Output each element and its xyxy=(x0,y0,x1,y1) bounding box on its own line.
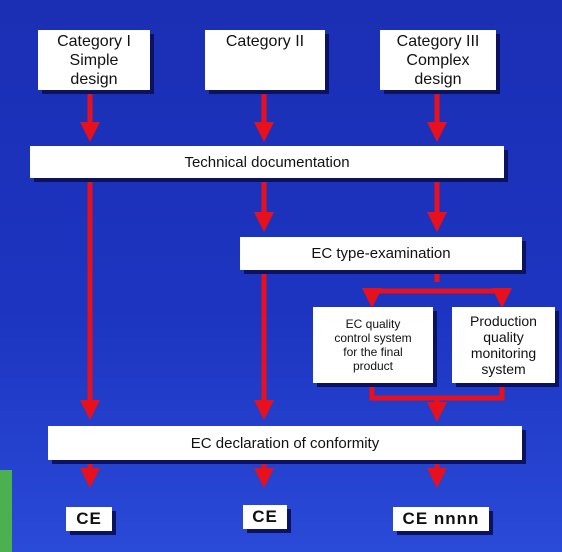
split-line xyxy=(369,288,505,300)
ce-mark-2: CE xyxy=(243,505,287,529)
ce-mark-2-label: CE xyxy=(252,507,278,526)
category-3-box: Category III Complex design xyxy=(380,30,496,90)
category-3-label: Category III Complex design xyxy=(396,33,480,88)
ce-mark-1: CE xyxy=(66,507,112,531)
ec-declaration-box: EC declaration of conformity xyxy=(48,426,522,460)
category-2-box: Category II xyxy=(205,30,325,90)
ec-type-examination-label: EC type-examination xyxy=(311,245,451,262)
production-quality-label: Production quality monitoring system xyxy=(470,313,537,377)
ce-mark-1-label: CE xyxy=(76,509,102,528)
technical-documentation-label: Technical documentation xyxy=(184,153,350,171)
category-2-label: Category II xyxy=(225,33,305,50)
ec-declaration-label: EC declaration of conformity xyxy=(190,434,380,452)
ec-type-examination-box: EC type-examination xyxy=(240,237,522,270)
ce-mark-3-label: CE nnnn xyxy=(402,509,480,528)
production-quality-box: Production quality monitoring system xyxy=(452,307,555,383)
ce-mark-3: CE nnnn xyxy=(393,507,489,531)
technical-documentation-box: Technical documentation xyxy=(30,146,504,178)
category-1-label: Category I Simple design xyxy=(57,33,131,88)
ec-quality-control-box: EC quality control system for the final … xyxy=(313,307,433,383)
green-accent-bar xyxy=(0,470,12,552)
category-1-box: Category I Simple design xyxy=(38,30,150,90)
ec-quality-control-label: EC quality control system for the final … xyxy=(334,317,412,373)
merge-line xyxy=(369,384,505,401)
